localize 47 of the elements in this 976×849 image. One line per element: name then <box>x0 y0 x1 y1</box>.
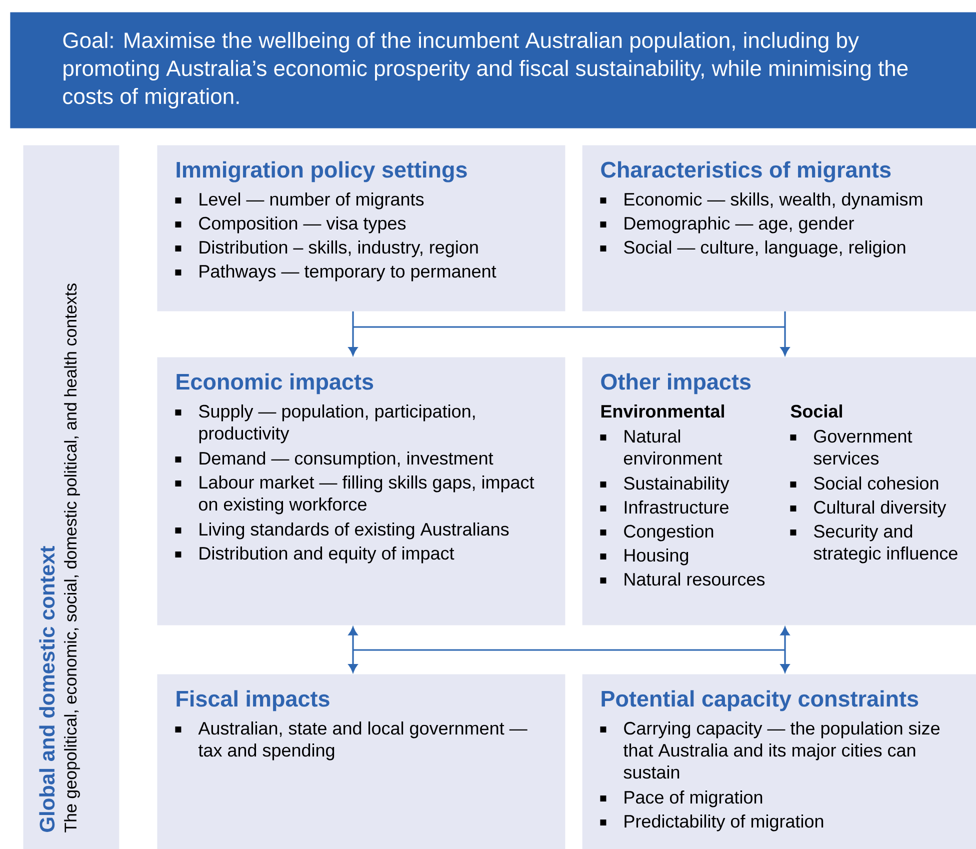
info-panel <box>582 674 976 849</box>
bullet-item: Living standards of existing Australians <box>175 522 509 540</box>
info-panel <box>157 145 566 312</box>
bullet-item: Economic — skills, wealth, dynamism <box>600 192 922 210</box>
column-heading: Environmental <box>601 404 724 418</box>
panel-heading: Potential capacity constraints <box>602 690 918 712</box>
bullet-item: Demographic — age, gender <box>600 216 854 234</box>
info-panel <box>157 674 566 849</box>
bullet-item: Security and strategic influence <box>790 524 958 564</box>
bullet-item: Sustainability <box>600 476 730 494</box>
bullet-item: Natural resources <box>600 572 765 586</box>
context-sidebar <box>23 145 120 849</box>
info-panel <box>157 357 566 626</box>
connector-arrows <box>348 311 790 356</box>
bullet-item: Demand — consumption, investment <box>175 451 494 468</box>
panel-heading: Economic impacts <box>176 373 374 394</box>
panel-heading: Fiscal impacts <box>176 690 330 712</box>
info-panel <box>582 145 976 312</box>
bullet-item: Housing <box>600 548 688 566</box>
panel-heading: Other impacts <box>601 373 751 394</box>
bullet-item: Natural environment <box>600 429 722 465</box>
bullet-item: Social — culture, language, religion <box>600 240 906 258</box>
bullet-item: Social cohesion <box>790 476 938 490</box>
bullet-item: Infrastructure <box>600 500 728 514</box>
bullet-item: Congestion <box>600 524 714 542</box>
bullet-item: Cultural diversity <box>790 500 946 518</box>
goal-text: Goal: Maximise the wellbeing of the incumbent Australian population, including by promoting Australia’s economic prosperity and fiscal sustainability, while minimising the costs of migration. <box>63 32 908 108</box>
sidebar-text: The geopolitical, economic, social, domestic political, and health contexts <box>64 284 80 832</box>
bullet-item: Composition — visa types <box>175 216 406 234</box>
info-panel <box>582 357 976 626</box>
bullet-item: Carrying capacity — the population size that Australia and its major cities can sustain <box>600 721 940 779</box>
bullet-item: Australian, state and local government — tax and spending <box>175 721 528 760</box>
column-heading: Social <box>790 404 842 418</box>
bullet-item: Level — number of migrants <box>175 192 424 210</box>
sidebar-heading: Global and domestic context <box>39 546 55 832</box>
panel-heading: Characteristics of migrants <box>601 161 891 182</box>
bullet-item: Labour market — filling skills gaps, impact on existing workforce <box>175 475 534 514</box>
bullet-item: Pace of migration <box>600 790 762 808</box>
bullet-item: Distribution and equity of impact <box>175 546 454 564</box>
connector-arrows <box>348 626 790 672</box>
bullet-item: Government services <box>790 430 912 465</box>
panel-heading: Immigration policy settings <box>176 161 467 182</box>
bullet-item: Pathways — temporary to permanent <box>175 264 496 282</box>
bullet-item: Supply — population, participation, productivity <box>175 404 475 444</box>
bullet-item: Predictability of migration <box>600 814 824 832</box>
goal-banner <box>10 12 976 128</box>
bullet-item: Distribution – skills, industry, region <box>175 240 478 258</box>
